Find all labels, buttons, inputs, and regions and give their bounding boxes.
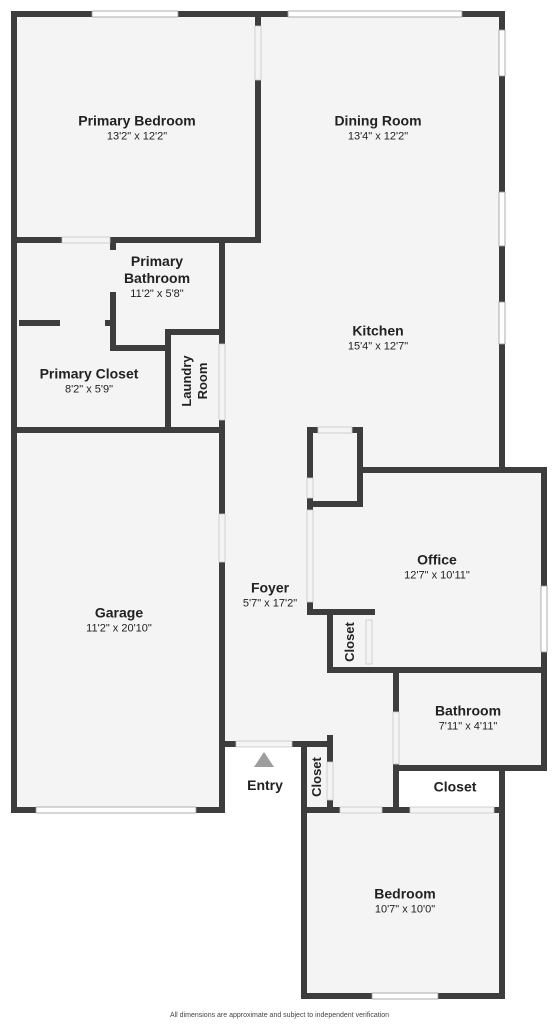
room-name: Primary Bedroom bbox=[78, 112, 196, 129]
room-name: Bedroom bbox=[374, 885, 436, 902]
room-kitchen: Kitchen 15'4" x 12'7" bbox=[348, 323, 408, 354]
room-dining-room: Dining Room 13'4" x 12'2" bbox=[334, 113, 421, 144]
room-office: Office 12'7" x 10'11" bbox=[404, 552, 470, 583]
room-office-closet: Closet bbox=[342, 622, 358, 662]
room-laundry-room: Laundry Room bbox=[179, 355, 211, 406]
room-dimensions: 7'11" x 4'11" bbox=[438, 720, 498, 733]
room-primary-bathroom: Primary Bathroom 11'2" x 5'8" bbox=[124, 253, 190, 301]
door-openings bbox=[61, 25, 495, 814]
room-name: Office bbox=[417, 551, 457, 568]
room-dimensions: 13'2" x 12'2" bbox=[106, 130, 168, 143]
entry-label: Entry bbox=[247, 777, 283, 793]
room-name: Garage bbox=[94, 604, 144, 621]
room-entry-closet: Closet bbox=[309, 757, 325, 797]
room-garage: Garage 11'2" x 20'10" bbox=[86, 605, 152, 636]
room-hall-closet: Closet bbox=[434, 779, 477, 796]
room-name-line2: Room bbox=[195, 362, 210, 400]
room-dimensions: 11'2" x 5'8" bbox=[130, 288, 184, 300]
room-primary-bedroom: Primary Bedroom 13'2" x 12'2" bbox=[78, 113, 195, 144]
floor-areas bbox=[14, 14, 544, 998]
room-dimensions: 5'7" x 17'2" bbox=[242, 597, 298, 610]
room-name: Foyer bbox=[250, 579, 290, 596]
room-name: Primary Closet bbox=[39, 365, 139, 382]
windows bbox=[35, 10, 548, 1000]
room-dimensions: 12'7" x 10'11" bbox=[404, 569, 470, 582]
room-foyer: Foyer 5'7" x 17'2" bbox=[243, 580, 297, 611]
room-bathroom: Bathroom 7'11" x 4'11" bbox=[435, 703, 501, 734]
room-primary-closet: Primary Closet 8'2" x 5'9" bbox=[40, 366, 139, 397]
room-name: Dining Room bbox=[334, 112, 422, 129]
room-name: Closet bbox=[309, 757, 324, 797]
room-name: Closet bbox=[342, 622, 357, 662]
room-name: Closet bbox=[433, 778, 477, 795]
entry-arrow-icon bbox=[254, 752, 274, 767]
room-name: Kitchen bbox=[352, 322, 404, 339]
room-name-line1: Primary bbox=[130, 253, 184, 269]
room-name-line1: Laundry bbox=[179, 355, 194, 407]
room-dimensions: 11'2" x 20'10" bbox=[86, 622, 152, 635]
room-dimensions: 13'4" x 12'2" bbox=[347, 130, 409, 143]
room-name: Bathroom bbox=[434, 702, 502, 719]
room-dimensions: 8'2" x 5'9" bbox=[64, 383, 114, 396]
disclaimer-text: All dimensions are approximate and subje… bbox=[169, 1012, 390, 1019]
room-name-line2: Bathroom bbox=[123, 270, 191, 286]
room-dimensions: 10'7" x 10'0" bbox=[374, 903, 436, 916]
room-dimensions: 15'4" x 12'7" bbox=[347, 340, 409, 353]
room-bedroom: Bedroom 10'7" x 10'0" bbox=[374, 886, 435, 917]
